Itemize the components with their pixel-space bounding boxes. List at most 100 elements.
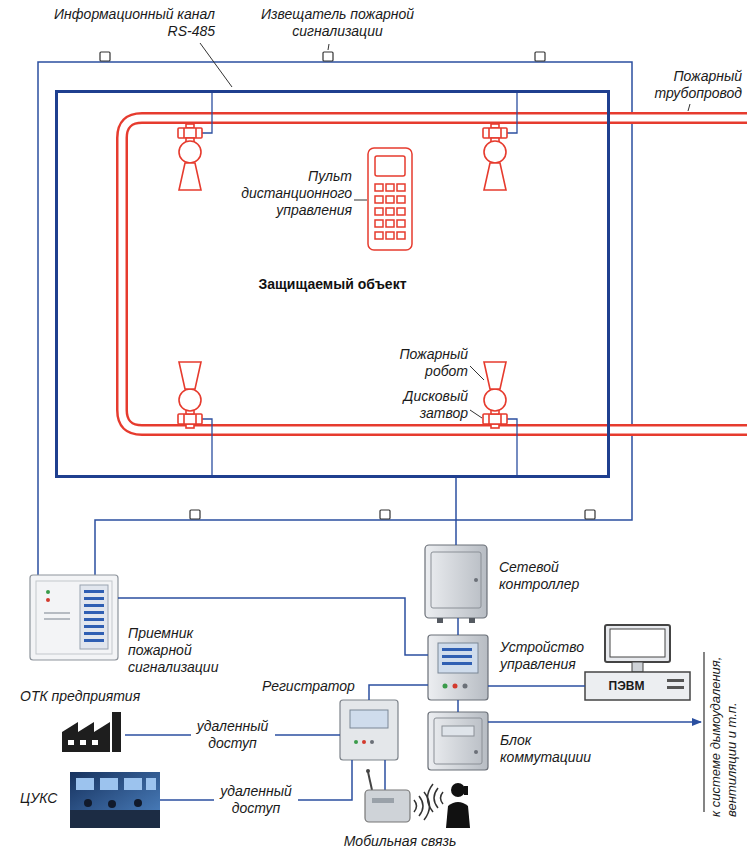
recorder-device [350, 710, 388, 728]
fire-robot [183, 414, 185, 424]
gsm-modem [368, 772, 372, 790]
fire-detector [535, 52, 545, 61]
alarm-receiver [46, 590, 50, 594]
factory-icon [62, 722, 110, 752]
network-controller [431, 552, 481, 608]
alarm-receiver [84, 604, 104, 607]
fire-robot [483, 124, 507, 190]
person-icon [446, 802, 470, 828]
leader-line [688, 104, 690, 111]
detector-label: Извещатель пожарной сигнализации [250, 6, 425, 40]
control-room-photo [84, 799, 92, 807]
remote-control [375, 220, 383, 227]
fire-robot [178, 124, 507, 428]
mobile-label: Мобильная связь [320, 833, 480, 850]
switching-unit [428, 712, 488, 770]
alarm-receiver [46, 598, 50, 602]
fire-robot [488, 414, 490, 424]
control-room-photo [134, 799, 142, 807]
leader-line [470, 410, 482, 418]
recorder-device [370, 740, 374, 744]
pipeline-label: Пожарный трубопровод [632, 68, 742, 102]
connector-line [488, 685, 585, 687]
fire-robot [178, 128, 202, 138]
person-icon [451, 783, 465, 797]
computer-label: ПЭВМ [609, 679, 645, 693]
remote-control [397, 208, 405, 215]
computer-icon [667, 679, 684, 682]
switching-unit [442, 726, 474, 736]
alarm-receiver [84, 639, 104, 642]
device-label: Блок коммутациии [500, 732, 604, 766]
control-unit [442, 655, 472, 658]
fire-pipeline [122, 118, 747, 430]
gsm-modem [365, 760, 430, 822]
remote-control [375, 196, 383, 203]
robot-wire [202, 419, 212, 478]
leader-line [328, 44, 329, 50]
remote-control [397, 196, 405, 203]
network-controller [425, 545, 487, 618]
leader-line [470, 366, 484, 380]
device-label: Приемник пожарной сигнализации [128, 625, 250, 676]
remote-control [397, 184, 405, 191]
switching-unit [428, 712, 488, 770]
recorder-node: Регистратор [340, 700, 398, 760]
remote-control [386, 184, 394, 191]
robot-wire [507, 419, 517, 478]
control-unit [443, 684, 448, 689]
control-unit-node: Устройство управления [428, 635, 488, 700]
network-controller [474, 578, 478, 582]
gsm-modem [366, 769, 370, 773]
edge-label: удаленный доступ [214, 783, 298, 817]
computer-icon [605, 625, 670, 662]
fire-robot [483, 128, 507, 138]
alarm-receiver [84, 597, 104, 600]
device-label: Устройство управления [500, 639, 610, 673]
fire-robot [483, 414, 507, 424]
output-arrow [488, 652, 704, 812]
robot-wire [507, 90, 517, 133]
computer-node: ПЭВМ [585, 625, 690, 700]
device-label: ЦУКС [20, 790, 57, 807]
fire-robot [178, 414, 202, 424]
fire-robot [178, 362, 202, 428]
leader-line [200, 43, 690, 418]
gsm-modem [384, 760, 386, 790]
switching-unit [474, 750, 478, 754]
output-label: к системе дымоудаления, вентиляции и т.п… [708, 647, 740, 817]
fire-robot [179, 389, 201, 411]
control-unit [428, 635, 488, 700]
control-room-photo [76, 778, 94, 790]
alarm-receiver [36, 581, 112, 654]
remote-control [368, 148, 412, 250]
control-unit [442, 648, 472, 651]
fire-robot [488, 128, 490, 138]
person-icon [428, 783, 471, 828]
fire-robot [178, 124, 202, 190]
robot-wire [202, 90, 212, 133]
fire-detector [380, 510, 390, 519]
alarm-receiver [44, 618, 70, 620]
alarm-receiver [84, 625, 104, 628]
control-room-photo [124, 778, 142, 790]
control-unit [438, 643, 478, 673]
alarm-receiver [84, 590, 104, 593]
switching-unit [434, 718, 482, 764]
device-label: Сетевой контроллер [499, 559, 599, 593]
fire-detector [190, 510, 200, 519]
remote-control [386, 208, 394, 215]
object-title: Защищаемый объект [258, 276, 406, 293]
gsm-modem [365, 790, 410, 822]
fire-robot [195, 414, 197, 424]
output-arrow [488, 721, 701, 723]
network-controller [437, 618, 443, 623]
fire-detector [323, 52, 333, 61]
fire-robot [179, 163, 201, 190]
protected-object-frame: Защищаемый объект [55, 90, 610, 478]
device-label: Регистратор [262, 678, 355, 695]
recorder-device [354, 740, 358, 744]
factory-icon [68, 740, 74, 745]
network-controller [425, 545, 487, 623]
control-room-photo [108, 800, 116, 808]
